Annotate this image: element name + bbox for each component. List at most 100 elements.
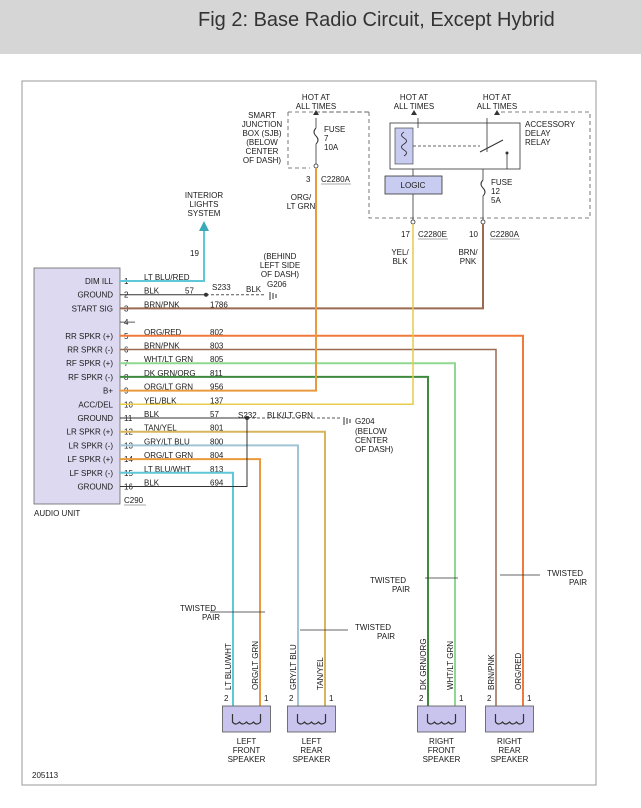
speaker-pin-a-0: 2 <box>224 694 229 703</box>
pin-wire-13: GRY/LT BLU <box>144 437 190 446</box>
pin-wire-16: BLK <box>144 479 160 488</box>
sjb-line-0: SMART <box>248 111 276 120</box>
pin-circuit-3: 1786 <box>210 300 228 309</box>
speaker-name-3-0: RIGHT <box>497 737 522 746</box>
speaker-name-0-0: LEFT <box>237 737 257 746</box>
hot-label-0-1: ALL TIMES <box>296 102 336 111</box>
wire-pin-8 <box>120 375 429 712</box>
pin-function-11: GROUND <box>77 414 113 423</box>
svg-text:10: 10 <box>469 230 478 239</box>
speaker-name-0-2: SPEAKER <box>228 755 266 764</box>
hot-label-1-1: ALL TIMES <box>394 102 434 111</box>
sjb-boundary <box>288 111 591 219</box>
speaker-coil-icon <box>231 714 262 725</box>
svg-text:DELAY: DELAY <box>525 129 551 138</box>
audio-unit-label: AUDIO UNIT <box>34 509 80 518</box>
svg-text:(BEHIND: (BEHIND <box>264 252 297 261</box>
svg-text:12: 12 <box>491 187 500 196</box>
pin-function-9: B+ <box>103 387 113 396</box>
svg-text:SYSTEM: SYSTEM <box>188 209 221 218</box>
pin-function-1: DIM ILL <box>85 277 114 286</box>
sjb-line-1: JUNCTION <box>242 120 283 129</box>
wire-pin-15 <box>120 471 234 712</box>
logic-block <box>384 175 443 195</box>
pin-wire-5: ORG/RED <box>144 328 182 337</box>
hot-label-0-0: HOT AT <box>302 93 330 102</box>
hot-label-2-0: HOT AT <box>483 93 511 102</box>
connector-c2280a-right: C2280A <box>490 230 520 239</box>
fuse-7: FUSE 7 10A 3 C2280A ORG/ LT GRN <box>287 118 351 211</box>
pin-circuit-16: 694 <box>210 479 224 488</box>
wire-pin-14 <box>120 458 261 712</box>
pin-number-4: 4 <box>124 318 129 327</box>
svg-text:YEL/: YEL/ <box>391 248 409 257</box>
speaker-coil-icon <box>296 714 327 725</box>
svg-text:PNK: PNK <box>460 257 477 266</box>
pin-wire-11: BLK <box>144 410 160 419</box>
pin-wire-12: TAN/YEL <box>144 424 177 433</box>
speaker-pin-a-3: 2 <box>487 694 492 703</box>
svg-text:(BELOW: (BELOW <box>355 427 387 436</box>
speaker-wire-a-1: GRY/LT BLU <box>289 644 298 690</box>
speaker-name-1-2: SPEAKER <box>293 755 331 764</box>
twisted-pair-label-1: TWISTED <box>355 623 391 632</box>
pin-circuit-8: 811 <box>210 369 223 378</box>
wire-pin-7 <box>120 362 456 712</box>
speaker-coil-icon <box>426 714 457 725</box>
wire-pin-5 <box>120 334 524 712</box>
svg-text:5A: 5A <box>491 196 501 205</box>
speaker-wire-b-2: WHT/LT GRN <box>446 641 455 690</box>
pin-wire-9: ORG/LT GRN <box>144 383 193 392</box>
pin-wire-7: WHT/LT GRN <box>144 355 193 364</box>
pin-function-12: LR SPKR (+) <box>67 428 114 437</box>
speaker-box-2 <box>417 705 466 733</box>
wire-pin-1 <box>120 231 205 282</box>
pin-wire-8: DK GRN/ORG <box>144 369 196 378</box>
splice-s233: S233 <box>212 283 231 292</box>
pin-circuit-9: 956 <box>210 383 224 392</box>
accessory-delay-relay: ACCESSORY DELAY RELAY LOGIC 17 C2280E YE… <box>384 118 576 266</box>
svg-text:OF DASH): OF DASH) <box>355 445 394 454</box>
wire-pin-9 <box>120 168 317 392</box>
speaker-wire-a-2: DK GRN/ORG <box>419 638 428 690</box>
pin-function-3: START SIG <box>72 304 113 313</box>
svg-text:7: 7 <box>324 134 329 143</box>
splice-dot-s233 <box>204 292 208 297</box>
wire-pin-6 <box>120 348 497 712</box>
figure-id: 205113 <box>32 771 59 780</box>
speaker-coil-icon <box>494 714 525 725</box>
wire-pin-3 <box>120 224 484 310</box>
pin-circuit-10: 137 <box>210 396 224 405</box>
speaker-pin-b-1: 1 <box>329 694 334 703</box>
pin-circuit-2: 57 <box>185 287 194 296</box>
sjb-line-4: CENTER <box>246 147 279 156</box>
speaker-wire-b-1: TAN/YEL <box>316 657 325 690</box>
svg-text:LIGHTS: LIGHTS <box>190 200 219 209</box>
sjb-line-5: OF DASH) <box>243 156 282 165</box>
pin-circuit-14: 804 <box>210 451 224 460</box>
diagram-frame <box>21 80 597 786</box>
speaker-box-1 <box>287 705 336 733</box>
splice-s232: S232 <box>238 411 257 420</box>
pin-function-2: GROUND <box>77 291 113 300</box>
pin-circuit-6: 803 <box>210 342 224 351</box>
svg-text:10A: 10A <box>324 143 339 152</box>
figure-title: Fig 2: Base Radio Circuit, Except Hybrid <box>198 9 555 31</box>
pin-wire-14: ORG/LT GRN <box>144 451 193 460</box>
speaker-wire-a-0: LT BLU/WHT <box>224 643 233 690</box>
twisted-pair-label-0: TWISTED <box>180 604 216 613</box>
twisted-pair-label-2: TWISTED <box>370 576 406 585</box>
pin-function-10: ACC/DEL <box>78 400 113 409</box>
pin-function-6: RR SPKR (-) <box>67 346 113 355</box>
svg-text:G206: G206 <box>267 280 287 289</box>
svg-text:ORG/: ORG/ <box>291 193 312 202</box>
arrow-down-icon <box>411 110 417 115</box>
svg-text:17: 17 <box>401 230 410 239</box>
wire-pin-10 <box>120 224 414 406</box>
speaker-box-0 <box>222 705 271 733</box>
speaker-wire-a-3: BRN/PNK <box>487 654 496 690</box>
